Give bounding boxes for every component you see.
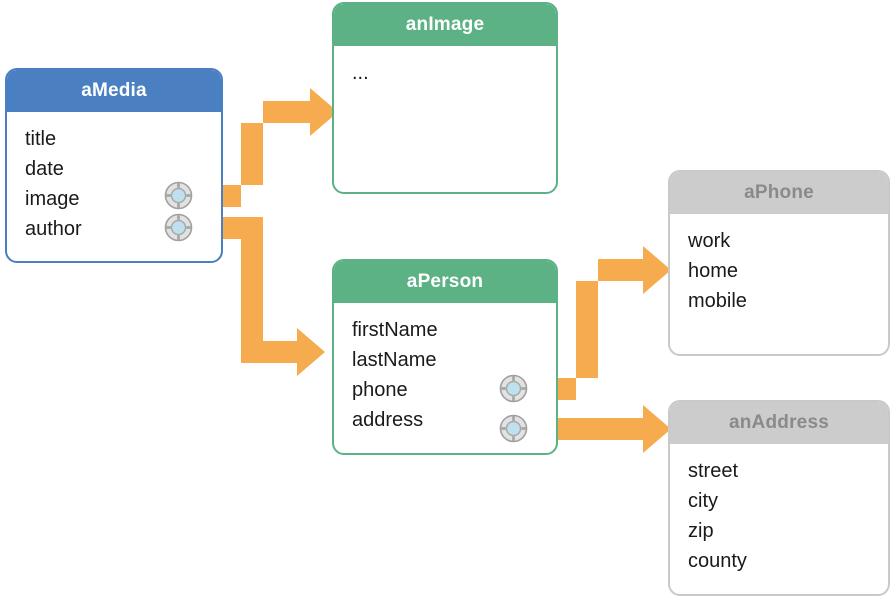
node-amedia-title: aMedia <box>7 70 221 112</box>
attribute-row-street[interactable]: street <box>688 460 739 482</box>
node-anaddress-title: anAddress <box>670 402 888 444</box>
port-icon-author[interactable] <box>164 213 193 242</box>
attribute-row-title[interactable]: title <box>25 128 57 150</box>
node-aphone-attributes: work home mobile <box>670 214 888 316</box>
connection-image-to-animage[interactable] <box>186 88 338 207</box>
connection-phone-to-aphone[interactable] <box>521 246 671 400</box>
attribute-row-image[interactable]: image <box>25 188 80 210</box>
node-aperson-attributes: firstName lastName phone address <box>334 303 556 435</box>
connection-address-to-anaddress[interactable] <box>521 405 671 453</box>
port-icon-address[interactable] <box>499 414 528 443</box>
node-animage-attributes: ... <box>334 46 556 88</box>
attribute-row-phone[interactable]: phone <box>352 379 408 401</box>
node-aphone[interactable]: aPhone work home mobile <box>668 170 890 356</box>
node-anaddress[interactable]: anAddress street city zip county <box>668 400 890 596</box>
connection-author-to-aperson[interactable] <box>186 217 325 376</box>
port-icon-image[interactable] <box>164 181 193 210</box>
attribute-row-ellipsis[interactable]: ... <box>352 62 369 84</box>
attribute-row-firstname[interactable]: firstName <box>352 319 438 341</box>
node-amedia-attributes: title date image author <box>7 112 221 244</box>
node-animage[interactable]: anImage ... <box>332 2 558 194</box>
node-aphone-title: aPhone <box>670 172 888 214</box>
attribute-row-zip[interactable]: zip <box>688 520 714 542</box>
attribute-row-work[interactable]: work <box>688 230 731 252</box>
node-anaddress-attributes: street city zip county <box>670 444 888 576</box>
attribute-row-author[interactable]: author <box>25 218 82 240</box>
port-icon-phone[interactable] <box>499 374 528 403</box>
attribute-row-mobile[interactable]: mobile <box>688 290 747 312</box>
node-animage-title: anImage <box>334 4 556 46</box>
attribute-row-city[interactable]: city <box>688 490 718 512</box>
node-aperson-title: aPerson <box>334 261 556 303</box>
attribute-row-lastname[interactable]: lastName <box>352 349 437 371</box>
attribute-row-date[interactable]: date <box>25 158 64 180</box>
attribute-row-county[interactable]: county <box>688 550 747 572</box>
attribute-row-home[interactable]: home <box>688 260 739 282</box>
attribute-row-address[interactable]: address <box>352 409 424 431</box>
